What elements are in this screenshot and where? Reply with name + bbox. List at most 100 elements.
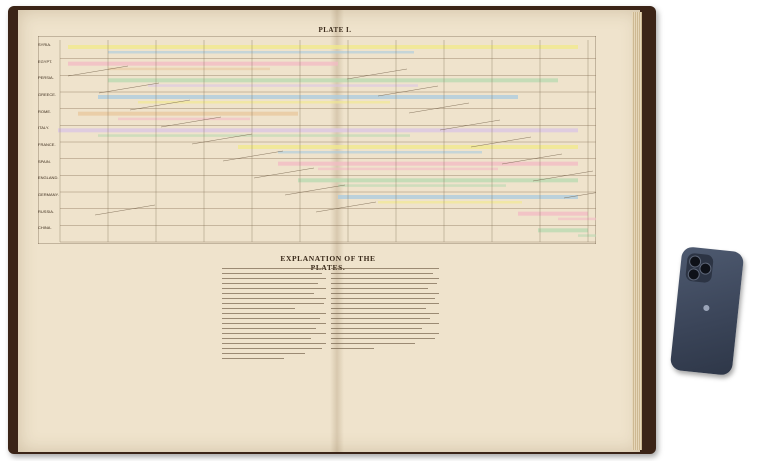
- row-label: ROME.: [38, 108, 52, 114]
- period-band: [78, 111, 298, 116]
- dynasty-line: [377, 85, 439, 97]
- period-band: [238, 145, 578, 149]
- period-band: [518, 211, 588, 216]
- text-line: [222, 337, 312, 340]
- period-band: [98, 134, 410, 137]
- text-line: [222, 297, 326, 300]
- text-line: [331, 317, 431, 320]
- text-line: [331, 342, 416, 345]
- text-line: [331, 302, 439, 305]
- camera-lens: [698, 262, 713, 276]
- row-label: FRANCE.: [38, 142, 56, 147]
- text-line: [222, 352, 306, 355]
- period-band: [278, 161, 578, 166]
- text-line: [222, 282, 318, 285]
- row-label: ITALY.: [38, 125, 50, 131]
- text-line: [331, 292, 439, 295]
- text-line: [331, 282, 437, 285]
- period-band: [378, 201, 522, 204]
- text-line: [222, 302, 324, 305]
- text-line: [222, 312, 326, 315]
- text-line: [331, 307, 427, 310]
- text-line: [331, 327, 422, 330]
- plate-title: PLATE I.: [318, 26, 352, 34]
- smartphone: ●: [669, 246, 745, 376]
- period-band: [298, 178, 578, 183]
- period-band: [68, 61, 338, 66]
- text-line: [331, 347, 375, 350]
- dynasty-line: [94, 204, 156, 216]
- period-band: [538, 228, 588, 233]
- apple-logo-icon: ●: [701, 300, 712, 317]
- period-band: [578, 234, 596, 237]
- dynasty-line: [408, 102, 470, 114]
- period-band: [318, 167, 498, 171]
- row-label: GERMANY.: [38, 192, 59, 197]
- text-line: [331, 337, 435, 340]
- dynasty-line: [284, 184, 346, 196]
- dynasty-line: [191, 133, 253, 145]
- period-band: [98, 95, 518, 99]
- camera-module: [685, 252, 714, 284]
- text-line: [222, 342, 326, 345]
- text-line: [331, 272, 433, 275]
- row-label: RUSSIA.: [38, 208, 55, 214]
- period-band: [338, 195, 578, 199]
- text-line: [331, 277, 439, 280]
- text-line: [222, 268, 326, 270]
- dynasty-line: [346, 68, 408, 80]
- text-line: [222, 307, 295, 310]
- period-band: [68, 45, 578, 49]
- row-label: EGYPT.: [38, 58, 53, 64]
- explanation-column-right: [331, 268, 439, 353]
- camera-lens: [687, 267, 701, 282]
- text-line: [222, 357, 285, 360]
- row-label: SYRIA.: [38, 42, 52, 47]
- text-line: [331, 332, 439, 335]
- text-line: [222, 272, 322, 275]
- period-band: [148, 84, 418, 87]
- dynasty-line: [470, 136, 532, 148]
- dynasty-line: [439, 119, 501, 131]
- text-line: [222, 327, 316, 330]
- dynasty-line: [501, 153, 563, 165]
- page-edges: [632, 12, 642, 450]
- period-band: [338, 184, 506, 187]
- book-pages: [18, 10, 640, 452]
- text-line: [222, 277, 326, 280]
- dynasty-line: [315, 201, 377, 213]
- text-line: [331, 287, 429, 290]
- explanation-column-left: [222, 268, 326, 363]
- text-line: [222, 332, 326, 335]
- text-line: [222, 347, 322, 350]
- dynasty-line: [160, 116, 222, 128]
- text-line: [222, 292, 314, 295]
- text-line: [222, 287, 326, 290]
- period-band: [278, 151, 482, 154]
- text-line: [331, 312, 439, 315]
- row-label: SPAIN.: [38, 158, 51, 164]
- period-band: [108, 78, 558, 83]
- period-band: [558, 217, 596, 221]
- chart-lines: [38, 36, 596, 244]
- period-band: [108, 67, 270, 71]
- text-line: [222, 317, 320, 320]
- dynasty-line: [222, 150, 284, 162]
- text-line: [331, 268, 439, 270]
- period-band: [58, 128, 578, 133]
- historical-chart: SYRIA. EGYPT. PERSIA. GREECE. ROME. ITALY. FRA…: [38, 36, 596, 244]
- text-line: [331, 322, 439, 325]
- book-gutter: [330, 10, 344, 452]
- period-band: [138, 101, 390, 104]
- text-line: [222, 322, 326, 325]
- dynasty-line: [532, 170, 594, 182]
- period-band: [118, 117, 250, 121]
- row-label: CHINA.: [38, 225, 52, 231]
- dynasty-line: [129, 99, 191, 111]
- row-label: PERSIA.: [38, 75, 54, 81]
- row-label: ENGLAND.: [38, 175, 59, 181]
- dynasty-line: [253, 167, 315, 179]
- dynasty-line: [563, 192, 596, 199]
- row-label: GREECE.: [38, 92, 57, 97]
- period-band: [108, 51, 414, 54]
